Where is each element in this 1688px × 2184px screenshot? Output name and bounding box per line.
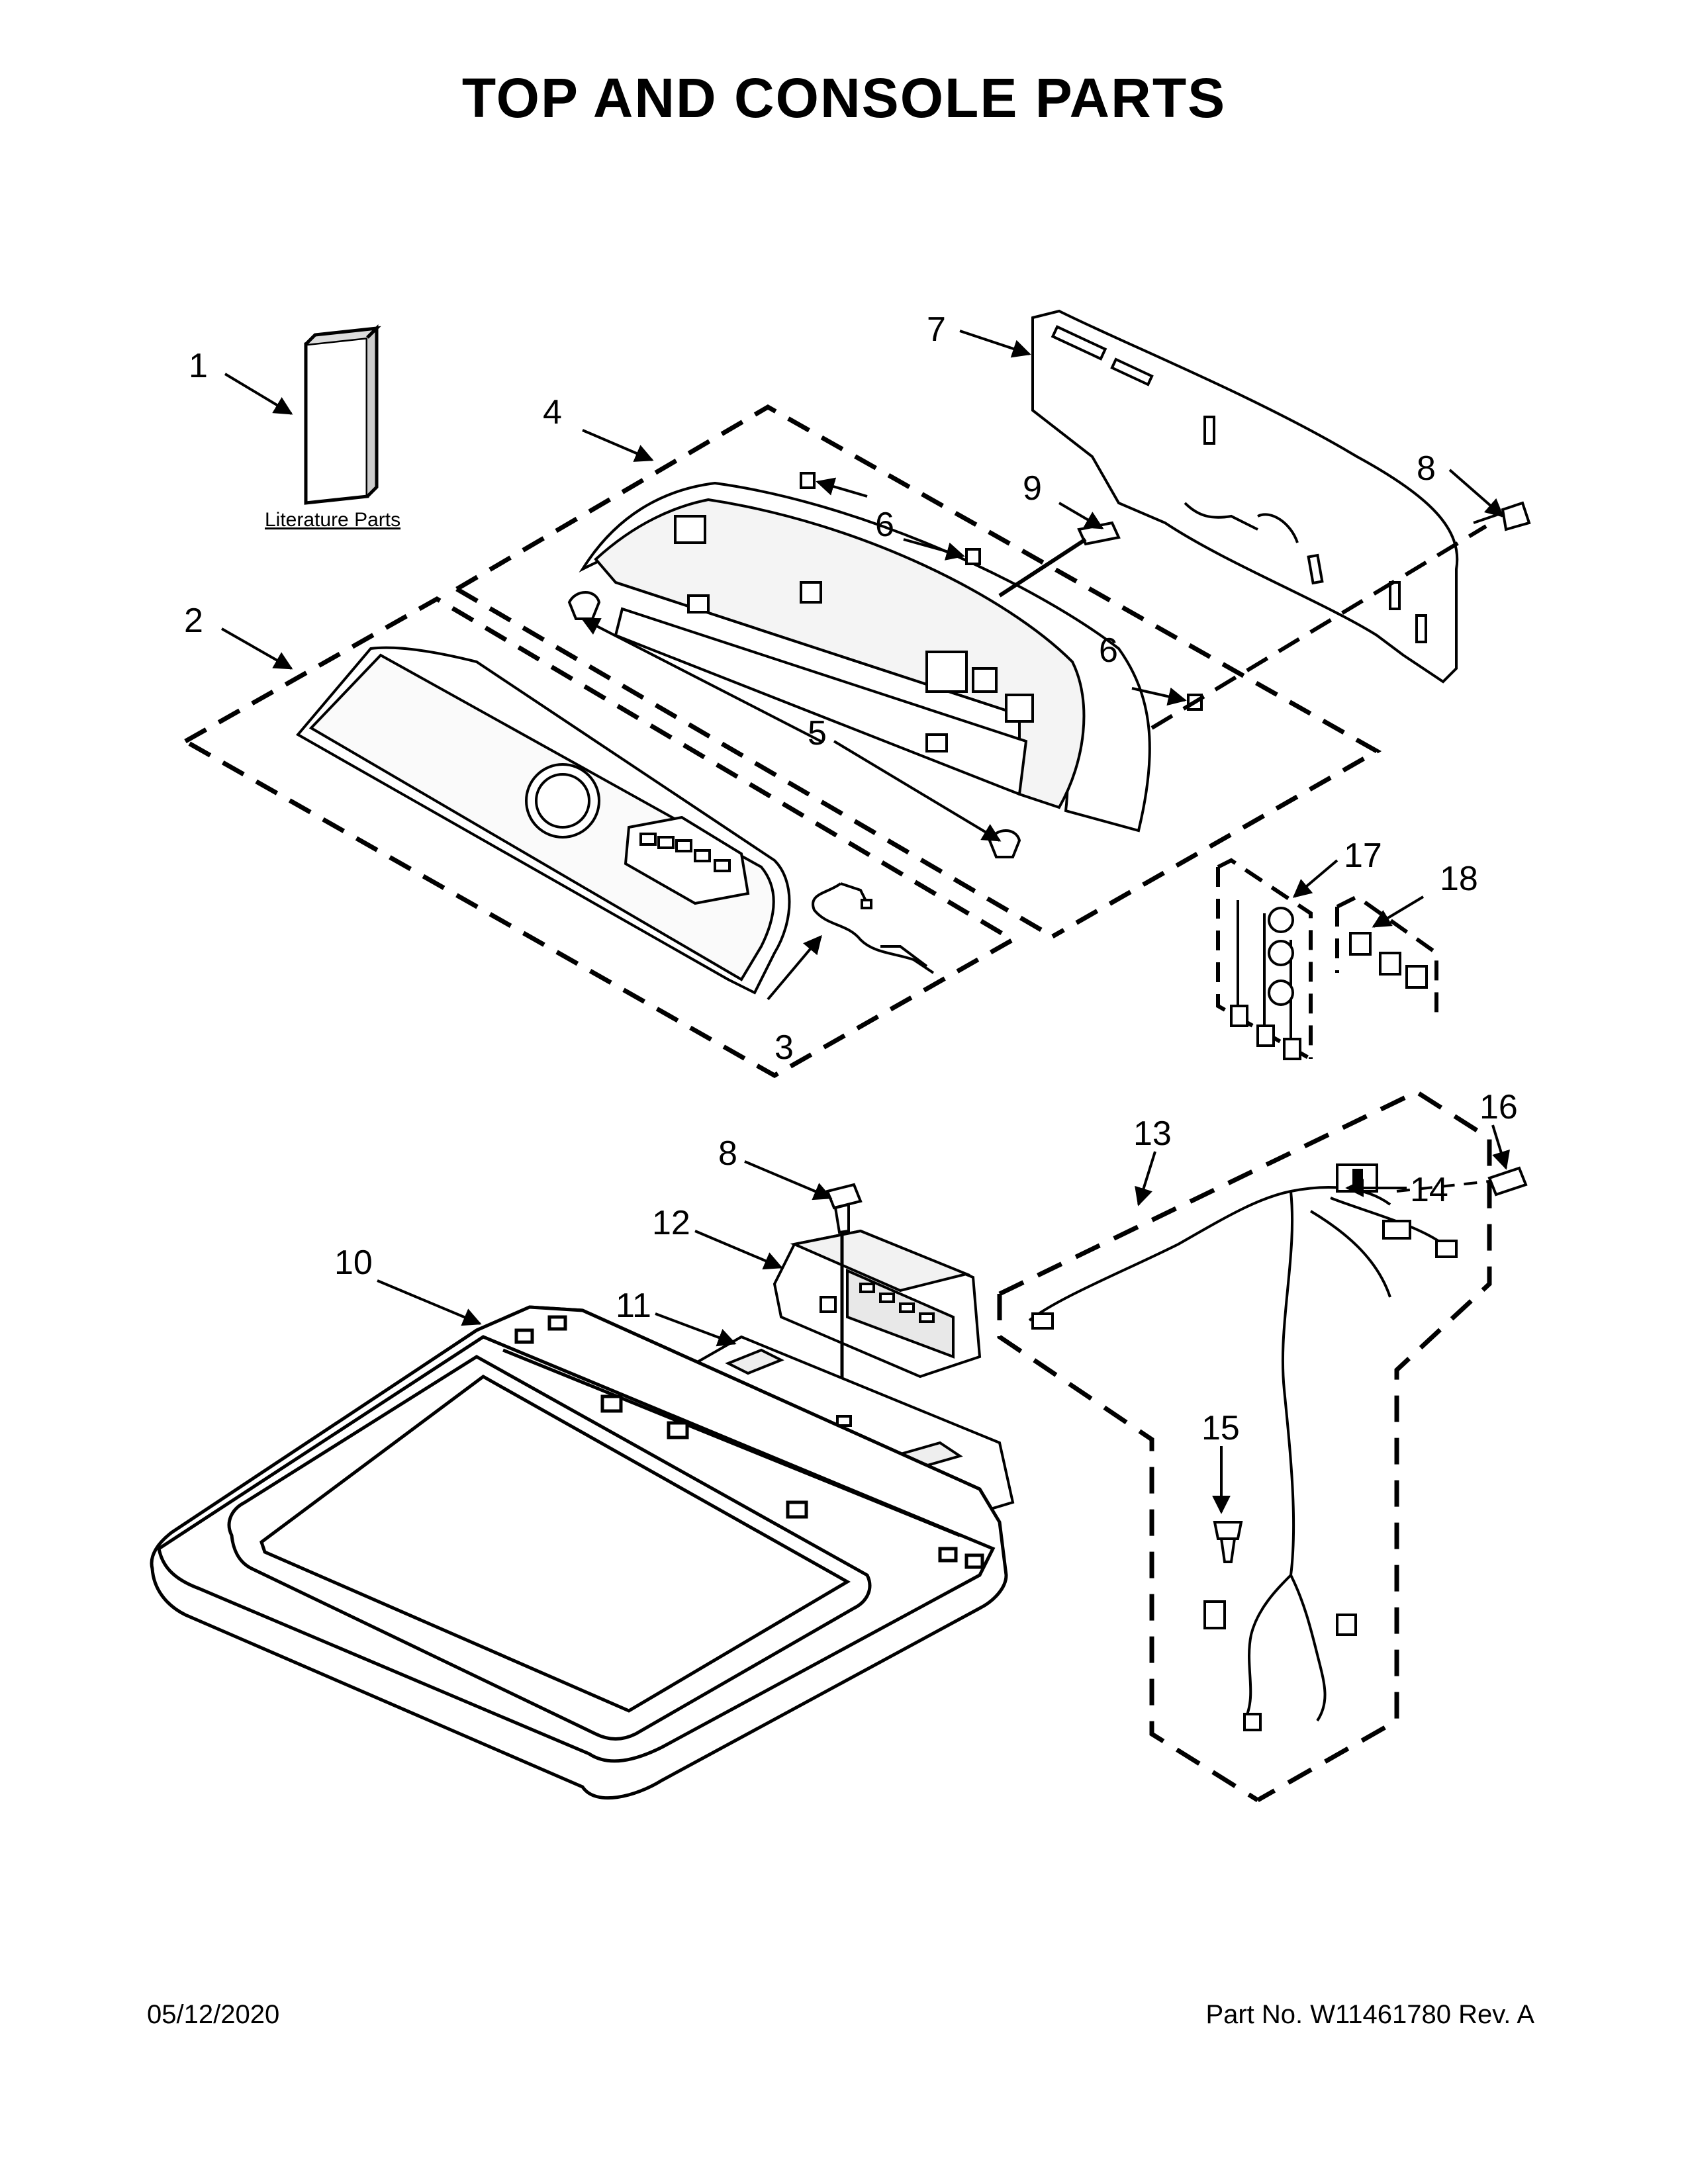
console-housing <box>579 481 1151 833</box>
screw-part <box>1213 1166 1528 1563</box>
callout-15: 15 <box>1201 1409 1240 1447</box>
control-panel-boundary <box>180 596 1017 1079</box>
rear-bracket-part <box>1031 309 1459 684</box>
callout-5: 5 <box>808 714 827 752</box>
callout-7: 7 <box>927 310 946 349</box>
callout-18: 18 <box>1440 860 1478 898</box>
assembly-leader-lines <box>998 524 1487 730</box>
parts-17-18-boundary <box>1216 858 1438 1061</box>
callout-8a: 8 <box>1417 449 1436 488</box>
footer-date: 05/12/2020 <box>147 2000 280 2029</box>
callout-3: 3 <box>774 1028 794 1067</box>
page-title: TOP AND CONSOLE PARTS <box>461 67 1227 129</box>
callout-17: 17 <box>1344 837 1382 875</box>
wire-tie-part <box>1230 900 1301 1060</box>
callout-6a: 6 <box>875 506 894 544</box>
callout-4: 4 <box>543 393 562 432</box>
main-wire-harness-part <box>1028 1163 1458 1731</box>
literature-part <box>304 324 381 505</box>
callout-arrows <box>221 330 1510 1514</box>
callout-12: 12 <box>652 1204 690 1242</box>
console-group-boundary <box>455 404 1382 939</box>
callout-10: 10 <box>334 1244 373 1282</box>
callout-1: 1 <box>189 347 208 385</box>
main-harness-boundary <box>997 1089 1492 1803</box>
control-panel-part <box>295 646 791 995</box>
callout-6b: 6 <box>1099 631 1118 670</box>
control-board-part <box>773 1229 982 1379</box>
small-harness-part <box>812 882 935 974</box>
callout-8b: 8 <box>718 1134 737 1173</box>
callout-2: 2 <box>184 602 203 640</box>
literature-label: Literature Parts <box>265 509 400 531</box>
callout-9: 9 <box>1023 469 1042 508</box>
footer-part-number: Part No. W11461780 Rev. A <box>1205 2000 1534 2029</box>
callout-13: 13 <box>1133 1115 1172 1153</box>
callout-14: 14 <box>1410 1171 1448 1209</box>
callout-labels: 1 2 3 4 5 6 6 7 8 8 9 10 11 12 13 14 15 … <box>184 310 1518 1447</box>
callout-11: 11 <box>616 1287 651 1325</box>
callout-16: 16 <box>1479 1088 1518 1126</box>
cable-clip-part <box>1349 932 1428 989</box>
washer-top-part <box>150 1305 1008 1800</box>
